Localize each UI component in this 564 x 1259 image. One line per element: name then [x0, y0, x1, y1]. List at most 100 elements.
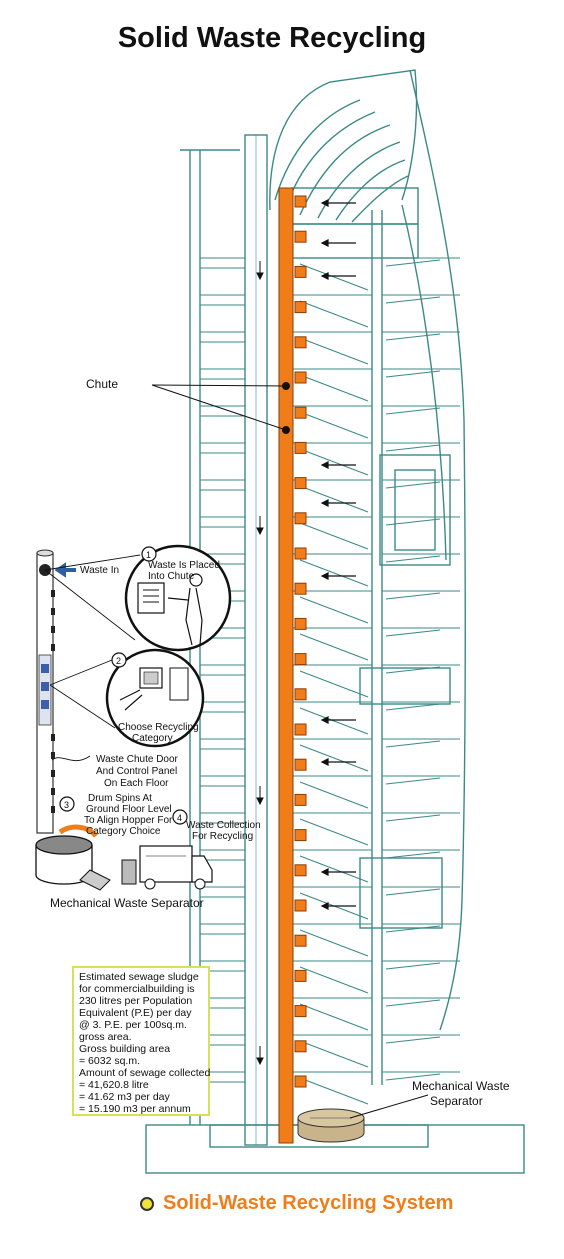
chute-point [282, 426, 290, 434]
floor-brace [299, 596, 369, 624]
floor-brace [299, 411, 369, 439]
door-panel-line3: On Each Floor [104, 778, 169, 789]
mechanical-waste-separator-drum [297, 1108, 365, 1143]
note-line: Equivalent (P.E) per day [79, 1007, 192, 1019]
floor-brace [385, 407, 441, 415]
chute-hopper [294, 723, 307, 736]
floor-brace [299, 818, 369, 846]
chute-hopper [294, 441, 307, 454]
chute-leader-line [151, 384, 287, 431]
note-line: = 41,620.8 litre [79, 1079, 149, 1091]
mechanical-separator-label-right-line1: Mechanical Waste [412, 1079, 510, 1093]
floor-brace [385, 481, 441, 489]
chute-hopper [294, 1040, 307, 1053]
waste-input-arrow-head [320, 272, 329, 280]
inset-floor-doors [51, 590, 55, 813]
chute-hopper [294, 617, 307, 630]
step1-number: 1 [146, 550, 152, 560]
bullet-icon [140, 1196, 154, 1211]
waste-input-arrow-head [320, 716, 329, 724]
chute-hopper [294, 477, 307, 490]
chute-hopper [294, 934, 307, 947]
note-line: @ 3. P.E. per 100sq.m. [79, 1019, 187, 1031]
step3-line3: To Align Hopper For [84, 815, 173, 826]
chute-hopper [294, 547, 307, 560]
door-panel-pointer [51, 755, 91, 762]
chute-hopper [294, 899, 307, 912]
step3-line2: Ground Floor Level [86, 804, 172, 815]
chute-hopper [294, 969, 307, 982]
note-line: 230 litres per Population [79, 995, 193, 1007]
note-line: = 15.190 m3 per annum [79, 1103, 191, 1115]
waste-input-arrow-head [320, 902, 329, 910]
chute-hopper [294, 1005, 307, 1018]
step1-detail-circle [124, 544, 232, 652]
mechanical-separator-label-left: Mechanical Waste Separator [50, 896, 204, 910]
floor-brace [385, 1073, 441, 1081]
note-line: Amount of sewage collected [79, 1067, 211, 1079]
inset-door [51, 770, 55, 777]
floor-brace [385, 814, 441, 822]
waste-input-arrow-head [320, 758, 329, 766]
callout-line [44, 569, 136, 641]
step3-line4: Category Choice [86, 826, 161, 837]
step1-line1: Waste Is Placed [148, 560, 220, 571]
chute-hopper [294, 688, 307, 701]
inset-door [51, 626, 55, 633]
chute-hopper [294, 582, 307, 595]
floor-brace [385, 962, 441, 970]
footer-caption: Solid-Waste Recycling System [140, 1192, 453, 1215]
note-line: = 6032 sq.m. [79, 1055, 140, 1067]
floor-brace [299, 1040, 369, 1068]
floor-brace [385, 259, 441, 267]
floor-brace [385, 703, 441, 711]
floor-brace [299, 781, 369, 809]
chute-hopper [294, 1075, 307, 1088]
waste-input-arrow-head [320, 239, 329, 247]
floor-brace [299, 374, 369, 402]
down-arrow-head [256, 527, 264, 536]
step4-line2: For Recycling [192, 831, 254, 842]
door-panel-line2: And Control Panel [96, 766, 178, 777]
floor-brace [385, 629, 441, 637]
step1-line2: Into Chute [148, 571, 195, 582]
note-line: gross area. [79, 1031, 132, 1043]
floor-brace [385, 592, 441, 600]
floor-brace [299, 670, 369, 698]
chute-label: Chute [86, 377, 119, 391]
step4-number: 4 [177, 813, 183, 823]
callout-line [44, 554, 141, 571]
floor-slabs [200, 257, 460, 1105]
footer-text: Solid-Waste Recycling System [163, 1192, 454, 1214]
floor-brace [385, 370, 441, 378]
step2-number: 2 [116, 656, 122, 666]
chute-hopper [294, 512, 307, 525]
waste-chute [278, 187, 294, 1144]
floor-brace [385, 518, 441, 526]
waste-in-label: Waste In [80, 565, 120, 576]
chute-hopper [294, 864, 307, 877]
floor-brace [385, 888, 441, 896]
floor-brace [299, 1077, 369, 1105]
floor-brace [385, 851, 441, 859]
down-arrow-head [256, 272, 264, 281]
floor-brace [385, 999, 441, 1007]
waste-input-arrows [320, 199, 356, 910]
floor-brace [385, 555, 441, 563]
inset-door [51, 734, 55, 741]
chute-leader-line [151, 384, 287, 387]
chute-hopper [294, 758, 307, 771]
note-line: = 41.62 m3 per day [79, 1091, 170, 1103]
chute-hopper [294, 265, 307, 278]
chute-hopper [294, 336, 307, 349]
chute-point [282, 382, 290, 390]
waste-input-arrow-head [320, 199, 329, 207]
step2-line2: Category [132, 733, 173, 744]
floor-brace [385, 740, 441, 748]
inset-door [51, 590, 55, 597]
floor-brace [299, 744, 369, 772]
floor-brace [299, 966, 369, 994]
floor-brace [299, 929, 369, 957]
floor-brace [299, 559, 369, 587]
